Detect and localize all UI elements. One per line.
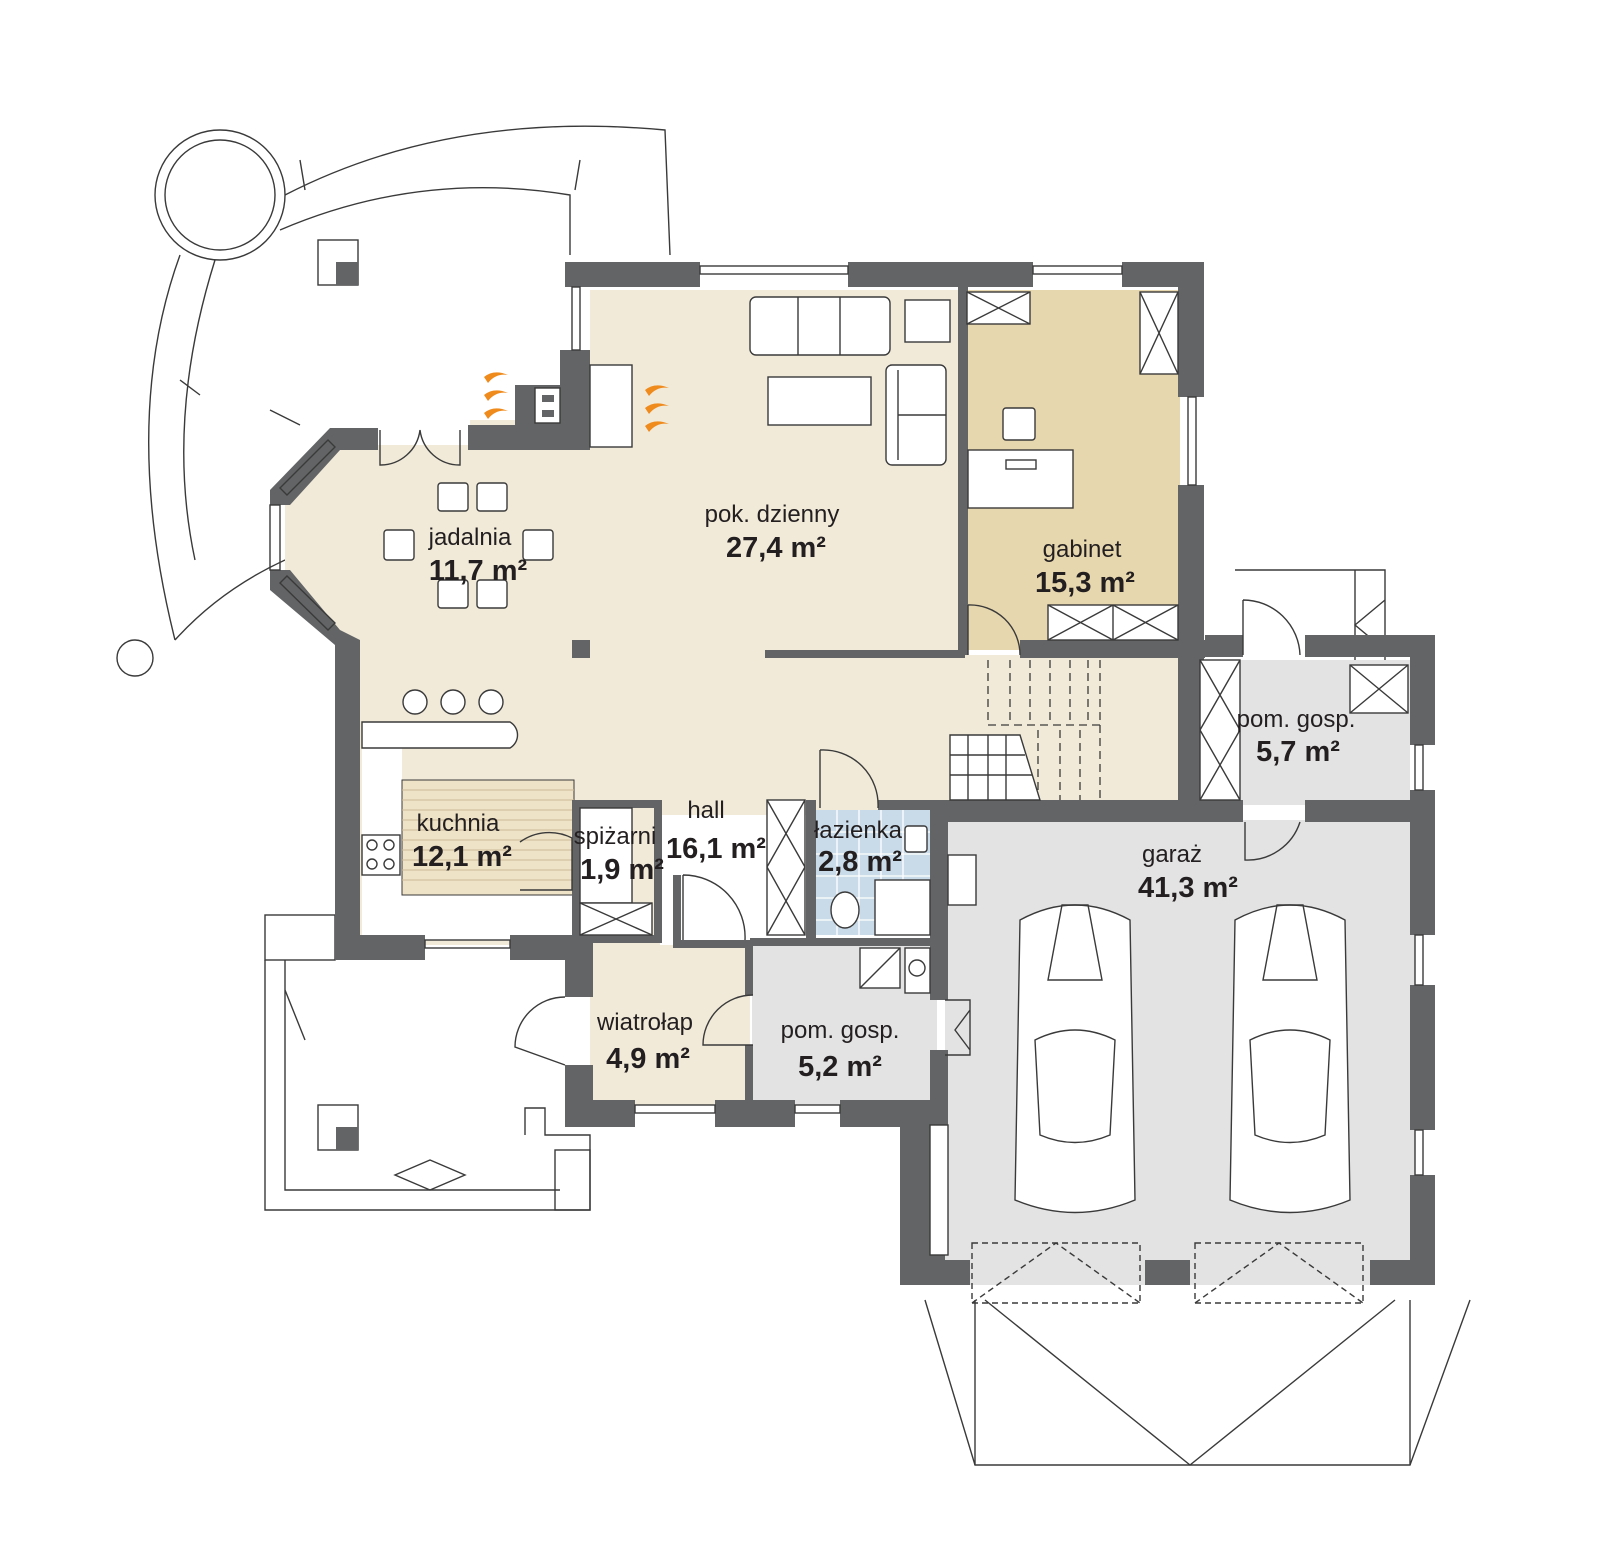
room-label: wiatrołap 4,9 m²	[596, 1009, 693, 1075]
room-area: 5,7 m²	[1256, 736, 1340, 768]
room-area: 11,7 m²	[429, 555, 528, 587]
room-area: 27,4 m²	[726, 532, 826, 564]
room-label: pom. gosp. 5,2 m²	[781, 1017, 900, 1083]
room-name: jadalnia	[428, 524, 512, 551]
car-icon	[1014, 904, 1136, 1214]
room-label: hall 16,1 m²	[666, 797, 766, 865]
doors	[379, 429, 1301, 1066]
room-area: 41,3 m²	[1138, 872, 1238, 904]
room-area: 5,2 m²	[798, 1051, 882, 1083]
staircase	[949, 660, 1101, 801]
kitchen-counter	[361, 689, 575, 896]
room-area: 4,9 m²	[606, 1043, 690, 1075]
room-name: garaż	[1142, 841, 1202, 868]
room-area: 1,9 m²	[580, 854, 664, 886]
room-name: spiżarni	[574, 823, 657, 850]
furniture	[383, 291, 1409, 1304]
car-icon	[1229, 904, 1351, 1214]
windows	[269, 265, 1424, 1176]
room-area: 2,8 m²	[818, 846, 902, 878]
entrance-terrace	[264, 914, 591, 1211]
room-area: 16,1 m²	[666, 833, 766, 865]
room-name: pok. dzienny	[705, 501, 840, 528]
room-area: 15,3 m²	[1035, 567, 1135, 599]
room-label: pok. dzienny 27,4 m²	[705, 501, 840, 564]
room-label: garaż 41,3 m²	[1138, 841, 1238, 904]
terrace-arc	[116, 125, 671, 677]
room-label: gabinet 15,3 m²	[1035, 536, 1135, 599]
room-name: wiatrołap	[596, 1009, 693, 1036]
room-label: spiżarni 1,9 m²	[574, 823, 665, 886]
room-area: 12,1 m²	[412, 841, 512, 873]
room-name: gabinet	[1043, 536, 1122, 563]
room-name: kuchnia	[417, 810, 500, 837]
room-name: pom. gosp.	[781, 1017, 900, 1044]
fireplace-flames-icon	[484, 372, 669, 432]
room-labels: jadalnia 11,7 m² pok. dzienny 27,4 m² gabine…	[412, 501, 1355, 1083]
room-label: kuchnia 12,1 m²	[412, 810, 512, 873]
room-label: pom. gosp. 5,7 m²	[1237, 706, 1356, 768]
room-name: pom. gosp.	[1237, 706, 1356, 733]
room-name: łazienka	[814, 817, 903, 844]
room-name: hall	[687, 797, 724, 824]
room-wiatrolap	[590, 945, 750, 1105]
driveway	[924, 569, 1471, 1466]
room-label: jadalnia 11,7 m²	[428, 524, 528, 587]
